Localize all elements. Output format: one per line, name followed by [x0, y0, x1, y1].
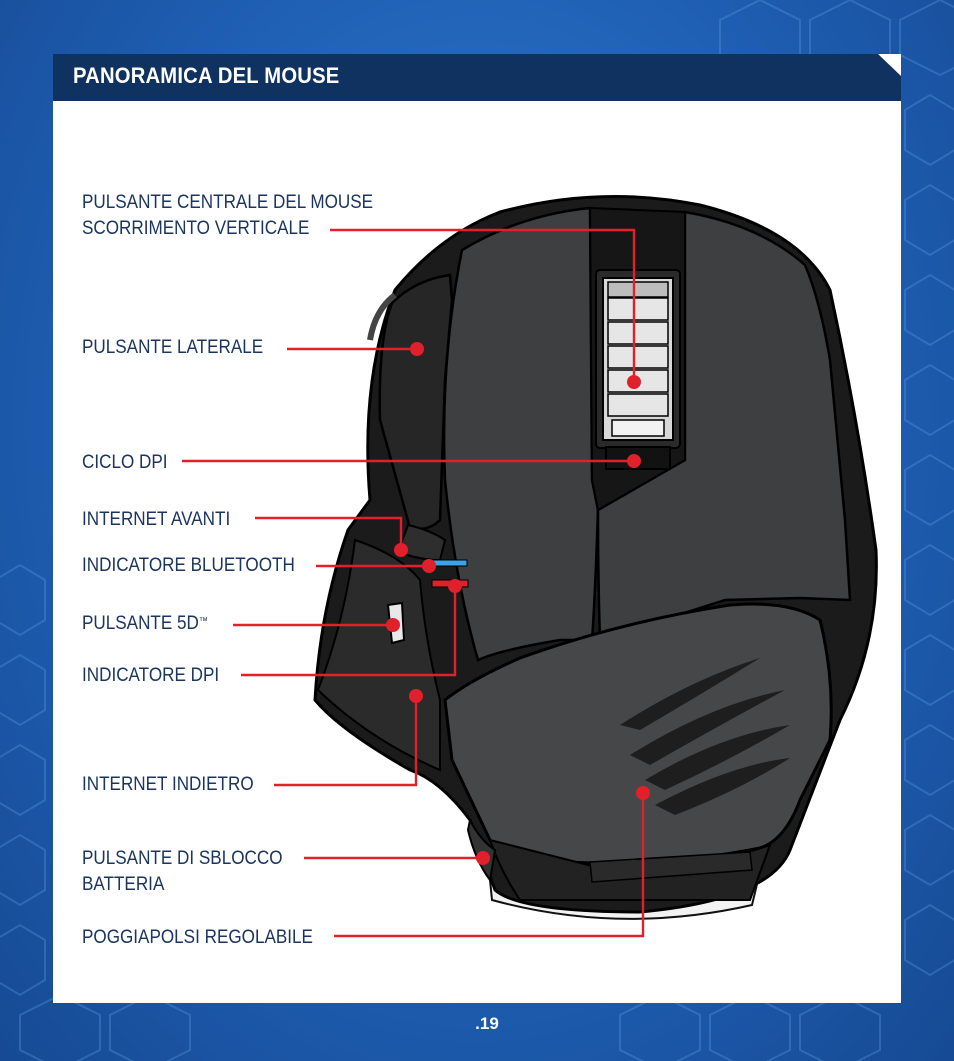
callout-side-button: PULSANTE LATERALE [82, 337, 264, 358]
page-number: .19 [475, 1014, 499, 1033]
callout-battery-release-line1: PULSANTE DI SBLOCCO [82, 848, 283, 869]
callout-5d-button-label: PULSANTE 5D [82, 613, 199, 634]
claw-logo-icon [620, 658, 790, 815]
callout-battery-release-line2: BATTERIA [82, 874, 165, 895]
callout-internet-forward: INTERNET AVANTI [82, 509, 231, 530]
battery-release-button [466, 816, 497, 883]
callout-dots [386, 342, 650, 865]
callout-dpi-cycle: CICLO DPI [82, 452, 168, 473]
callout-5d-button: PULSANTE 5D™ [82, 611, 208, 637]
callout-middle-button-line1: PULSANTE CENTRALE DEL MOUSE [82, 192, 374, 213]
left-button [442, 206, 600, 662]
callout-palm-rest: POGGIAPOLSI REGOLABILE [82, 927, 313, 948]
page-title: PANORAMICA DEL MOUSE [73, 63, 340, 88]
scroll-wheel-icon [607, 281, 669, 437]
callout-middle-button-line2: SCORRIMENTO VERTICALE [82, 218, 310, 239]
callout-internet-back: INTERNET INDIETRO [82, 774, 254, 795]
callout-battery-release: PULSANTE DI SBLOCCO BATTERIA [82, 846, 283, 898]
header-bar: PANORAMICA DEL MOUSE [53, 54, 901, 101]
callout-bluetooth-indicator: INDICATORE BLUETOOTH [82, 555, 295, 576]
trademark-symbol: ™ [198, 616, 208, 627]
header-background [53, 54, 901, 101]
right-button [596, 210, 852, 642]
callout-middle-button: PULSANTE CENTRALE DEL MOUSE SCORRIMENTO … [82, 190, 373, 242]
callout-dpi-indicator: INDICATORE DPI [82, 665, 220, 686]
